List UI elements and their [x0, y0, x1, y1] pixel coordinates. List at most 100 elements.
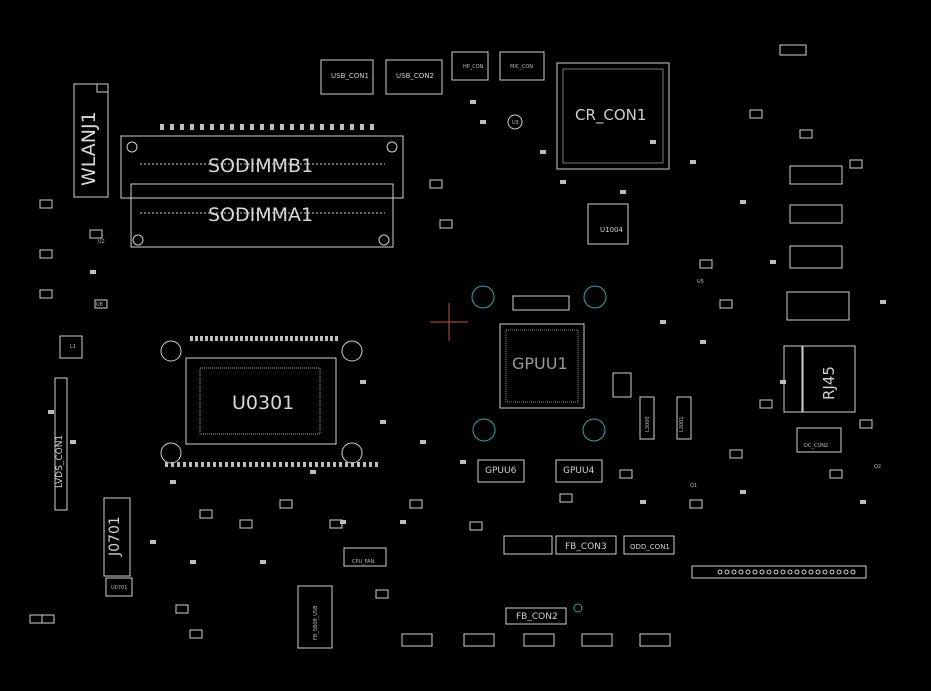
- cpu-cap: [243, 462, 246, 467]
- cpu-cap: [195, 462, 198, 467]
- gpu-mem-4-label: GPUU4: [563, 466, 595, 476]
- cpu-cap: [315, 336, 318, 341]
- cpu-cap: [330, 336, 333, 341]
- smd-pad: [540, 150, 546, 154]
- cpu-cap: [357, 462, 360, 467]
- smd-pad: [660, 320, 666, 324]
- bottom-pad-connector: [523, 633, 555, 647]
- lvds-connector: [54, 377, 68, 511]
- smd-pad: [380, 420, 386, 424]
- cpu-cap: [219, 462, 222, 467]
- cpu-package: [185, 357, 337, 445]
- cpu-cap: [265, 336, 268, 341]
- smd-pad: [480, 120, 486, 124]
- inductor-l1: [59, 335, 83, 359]
- cpu-cap: [260, 336, 263, 341]
- l3001-label: L3001: [679, 416, 685, 432]
- cpu-cap: [267, 462, 270, 467]
- gpu-label: GPUU1: [512, 354, 568, 373]
- gpu-package: [499, 323, 585, 409]
- usb-connector-2: [385, 59, 443, 95]
- cpu-cap: [279, 462, 282, 467]
- coil: [507, 114, 523, 130]
- cpu-mount-hole: [160, 340, 182, 362]
- smd-pad: [770, 260, 776, 264]
- sodimm-pad: [230, 124, 234, 130]
- fb-connector-2: [505, 607, 567, 625]
- smd-pad: [48, 410, 54, 414]
- sodimm-pad: [160, 124, 164, 130]
- rj45-side: [783, 345, 803, 413]
- bottom-pad-connector: [581, 633, 613, 647]
- sodimm-pad: [330, 124, 334, 130]
- strip-pin: [759, 569, 765, 575]
- smd-part: [279, 499, 293, 509]
- smd-pad: [650, 140, 656, 144]
- cpu-cap: [285, 336, 288, 341]
- hp-con-label: HP_CON: [463, 64, 484, 70]
- sodimm-a-label: SODIMMA1: [208, 204, 314, 226]
- smd-part: [559, 493, 573, 503]
- cpu-cap: [333, 462, 336, 467]
- cpu-cap: [309, 462, 312, 467]
- gpu-mount-hole: [471, 285, 495, 309]
- gpu-memory-4: [555, 459, 603, 483]
- cpu-cap: [171, 462, 174, 467]
- cpu-cap: [351, 462, 354, 467]
- smd-pad: [740, 200, 746, 204]
- fb-sb-usb-connector: [297, 585, 333, 649]
- u0701-label: U0701: [111, 585, 128, 591]
- card-reader-label: CR_CON1: [575, 106, 647, 124]
- cpu-cap: [205, 336, 208, 341]
- sodimm-pad: [300, 124, 304, 130]
- cpu-cap: [177, 462, 180, 467]
- inductor-l3001: [676, 396, 692, 440]
- cpu-cap: [297, 462, 300, 467]
- sodimm-pad: [180, 124, 184, 130]
- usb-connector-1: [320, 59, 374, 95]
- smd-pad: [780, 380, 786, 384]
- cpu-cap: [303, 462, 306, 467]
- cpu-cap: [363, 462, 366, 467]
- u1004-chip: [587, 203, 629, 245]
- card-reader-socket: [556, 62, 670, 170]
- cpu-cap: [285, 462, 288, 467]
- l1-label: L1: [70, 344, 76, 350]
- cpu-mount-hole: [341, 442, 363, 464]
- sodimm-hole: [126, 141, 138, 153]
- strip-pin: [850, 569, 856, 575]
- smd-pad: [860, 500, 866, 504]
- smd-part: [429, 179, 443, 189]
- cpu-cap: [291, 462, 294, 467]
- cpu-cap: [210, 336, 213, 341]
- sodimm-hole: [386, 141, 398, 153]
- sodimm-pad: [280, 124, 284, 130]
- cpu-cap: [207, 462, 210, 467]
- hp-connector: [451, 51, 489, 81]
- smd-pad: [640, 500, 646, 504]
- cpu-pin-field: [199, 367, 321, 435]
- smd-pad: [310, 470, 316, 474]
- strip-pin: [822, 569, 828, 575]
- strip-pin: [815, 569, 821, 575]
- smd-pad: [190, 560, 196, 564]
- card-reader-inner: [562, 68, 664, 164]
- mic-connector: [499, 51, 545, 81]
- cpu-fan-label: CPU_FAN: [352, 559, 375, 565]
- smd-pad: [340, 520, 346, 524]
- cpu-cap: [183, 462, 186, 467]
- wlan-label: WLANJ1: [78, 111, 100, 186]
- smd-part: [39, 289, 53, 299]
- cpu-mount-hole: [160, 442, 182, 464]
- sodimm-a-socket: [130, 183, 394, 248]
- mic-con-label: MIC_CON: [510, 64, 533, 70]
- odd-con1-label: ODD_CON1: [630, 543, 670, 551]
- cpu-cap: [273, 462, 276, 467]
- cpu-cap: [275, 336, 278, 341]
- strip-pin: [829, 569, 835, 575]
- cpu-cap: [321, 462, 324, 467]
- smd-part: [689, 499, 703, 509]
- smd-part: [29, 614, 43, 624]
- sodimm-pad: [340, 124, 344, 130]
